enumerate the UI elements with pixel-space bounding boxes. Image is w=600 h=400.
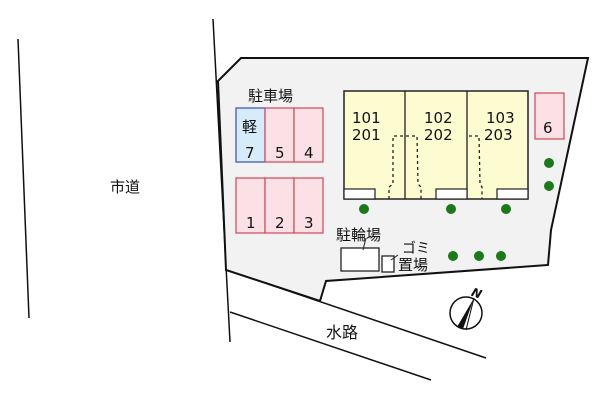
bicycle-parking-area [340,247,380,272]
parking-space-2 [264,177,295,234]
compass-north-label: N [470,285,484,302]
parking-space-2-number: 2 [275,214,285,232]
waterway-edge-bottom [229,311,432,381]
unit-entrance [435,188,468,200]
parking-space-1-number: 1 [246,214,256,232]
building [343,90,529,200]
city-road-label: 市道 [110,178,140,196]
kei-label: 軽 [242,118,257,136]
parking-title: 駐車場 [248,87,293,105]
unit-2-lower-number: 102 [424,109,453,127]
compass-needle-outline [465,297,475,331]
tree-icon [474,251,484,261]
leader-line [390,254,399,261]
stair-outline [388,135,422,199]
unit-entrance [496,188,529,200]
compass: N [449,285,484,331]
unit-1-lower-number: 101 [352,109,381,127]
trees [359,158,554,261]
tree-icon [501,204,511,214]
tree-icon [359,204,369,214]
tree-icon [544,181,554,191]
waterway-label: 水路 [326,323,358,342]
city-road-edge-left [17,38,30,319]
bicycle-parking-label: 駐輪場 [336,226,381,244]
unit-1-upper-number: 201 [352,126,381,144]
leader-line [362,237,367,251]
unit-3-upper-number: 203 [484,126,513,144]
tree-icon [496,251,506,261]
garbage-label-line2: 置場 [398,256,428,274]
compass-needle-icon [457,298,474,329]
garbage-area [381,255,395,273]
parking-space-6 [534,92,565,140]
parking-space-4-number: 4 [304,144,314,162]
tree-icon [544,158,554,168]
unit-2-upper-number: 202 [424,126,453,144]
tree-icon [446,204,456,214]
unit-entrance [343,188,376,200]
parking-space-3 [293,177,324,234]
parking-space-7-kei [235,107,266,163]
parking-space-7-number: 7 [245,144,255,162]
parking-space-5-number: 5 [275,144,285,162]
parking-space-3-number: 3 [304,214,314,232]
parking-space-6-number: 6 [543,119,553,137]
parking-space-4 [293,107,324,163]
garbage-label-line1: ゴミ [402,240,430,257]
tree-icon [448,251,458,261]
stair-outline [469,135,483,199]
parking-space-1 [235,177,266,234]
unit-3-lower-number: 103 [486,109,515,127]
